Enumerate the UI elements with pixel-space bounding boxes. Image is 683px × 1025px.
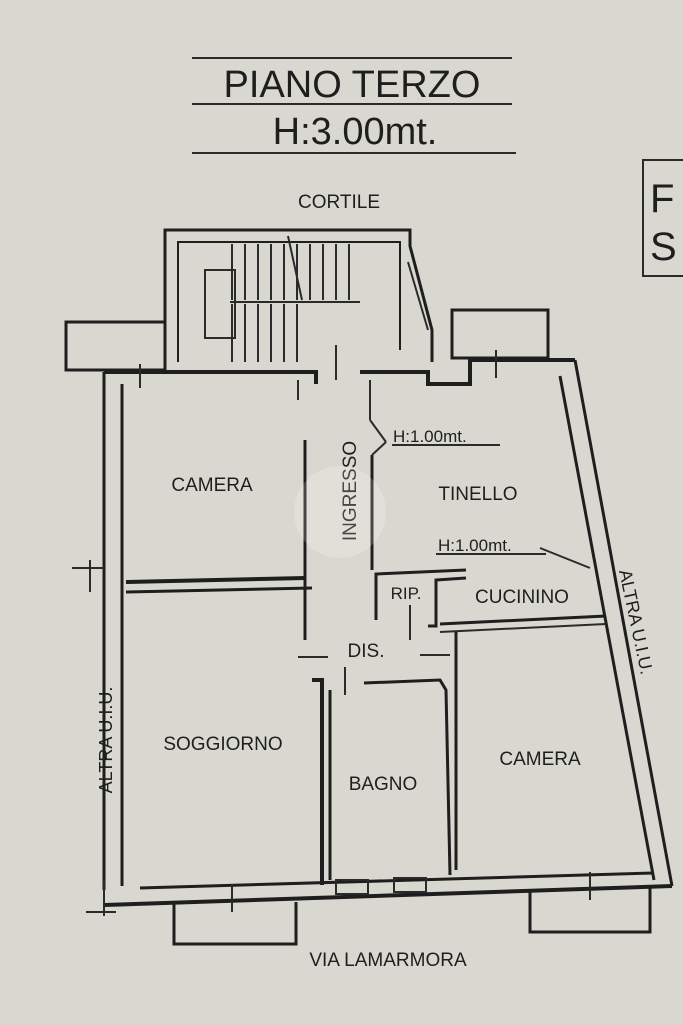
label-tinello: TINELLO: [438, 484, 517, 505]
stairwell-outer-wall: [163, 228, 434, 368]
legend-fragment-1: F: [650, 177, 674, 221]
right-wall-outer: [573, 359, 674, 887]
stair-treads: [231, 244, 350, 362]
top-wall-right: [360, 358, 575, 386]
plan-title: PIANO TERZO: [224, 64, 481, 106]
corridor-door-swing: [371, 441, 387, 456]
room-labels: CORTILE INGRESSO CAMERA H:1.00mt. TINELL…: [96, 192, 657, 971]
bathroom-right-wall: [363, 678, 452, 876]
label-kitchenette: CUCININO: [475, 587, 569, 608]
legend-fragment-2: S: [650, 225, 677, 269]
label-bathroom: BAGNO: [349, 774, 418, 795]
label-other-unit-right: ALTRA U.I.U.: [615, 568, 657, 677]
soggiorno-top-wall: [125, 586, 313, 594]
label-entrance: INGRESSO: [340, 441, 361, 541]
right-wall-inner: [558, 375, 656, 881]
stair-landing: [204, 269, 236, 339]
top-wall-left: [104, 370, 318, 384]
bottom-wall-outer: [103, 884, 673, 907]
watermark-circle: [294, 466, 386, 558]
window-bathroom-1: [335, 879, 369, 895]
balcony-bottom-left: [172, 902, 298, 946]
balcony-top-left: [64, 320, 167, 372]
side-legend-box: F S: [642, 159, 683, 277]
label-courtyard: CORTILE: [298, 192, 380, 213]
plan-height: H:3.00mt.: [273, 111, 438, 153]
label-height-note-1: H:1.00mt.: [393, 427, 467, 446]
apartment-walls: [72, 358, 674, 916]
window-bathroom-2: [393, 877, 427, 893]
label-height-note-2: H:1.00mt.: [438, 536, 512, 555]
legend-box-border: [642, 159, 683, 277]
bathroom-left-wall: [312, 678, 324, 885]
cucinino-bottom-wall-inner: [439, 623, 607, 633]
cucinino-bottom-wall: [439, 614, 607, 626]
storage-top-wall: [374, 568, 467, 620]
bottom-wall-inner: [139, 871, 655, 890]
label-storage: RIP.: [391, 584, 422, 603]
storage-right-wall: [428, 576, 467, 628]
plan-header: PIANO TERZO H:3.00mt.: [192, 57, 516, 154]
balcony-top-right: [450, 308, 550, 360]
stair-window: [407, 261, 429, 331]
stair-direction-arrow: [287, 235, 303, 301]
label-street: VIA LAMARMORA: [309, 950, 467, 971]
tinello-door-angle: [369, 419, 387, 443]
cucinino-top-mark: [539, 547, 591, 569]
label-other-unit-left: ALTRA U.I.U.: [96, 687, 116, 794]
label-living-room: SOGGIORNO: [163, 734, 282, 755]
interior-walls: [125, 345, 607, 885]
label-hall: DIS.: [348, 641, 385, 662]
balcony-bottom-right: [528, 888, 652, 934]
label-camera-1: CAMERA: [171, 475, 253, 496]
label-camera-2: CAMERA: [499, 749, 581, 770]
stairwell: [163, 228, 434, 368]
camera1-bottom-wall: [125, 576, 306, 584]
